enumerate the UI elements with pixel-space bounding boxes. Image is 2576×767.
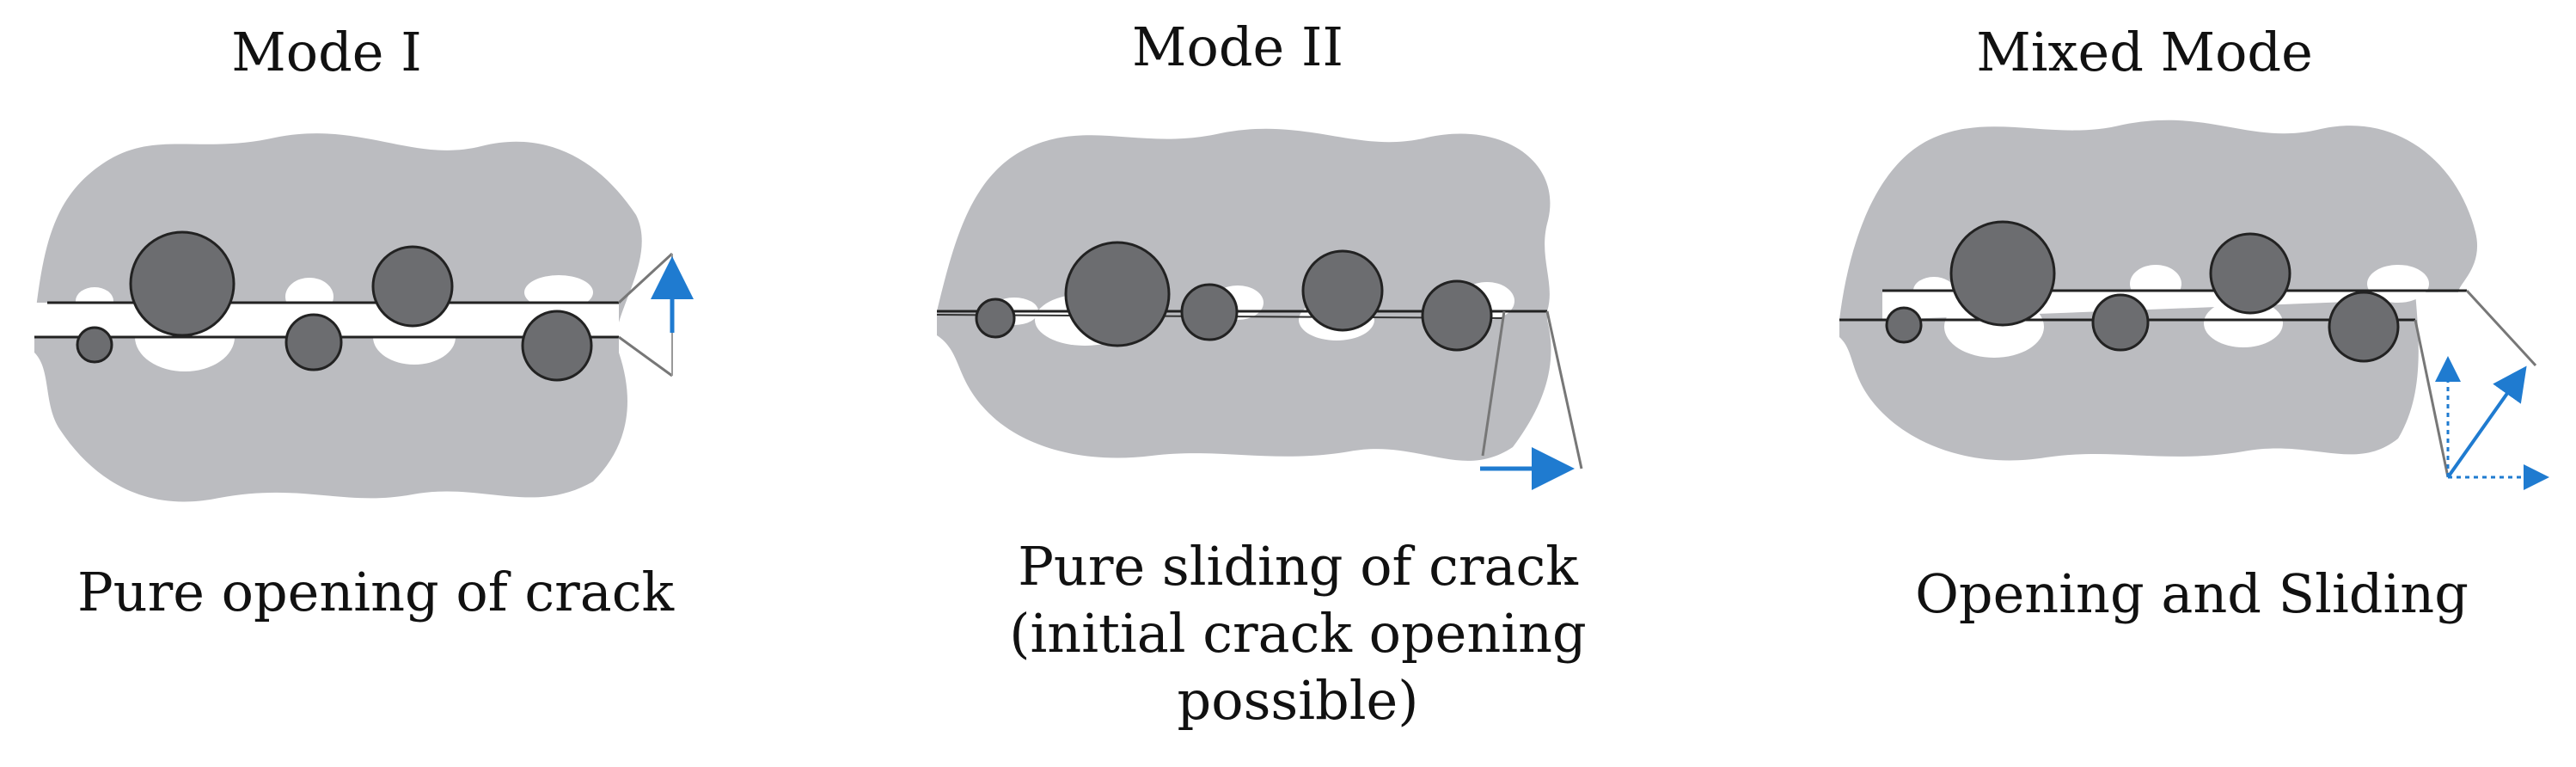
- mixed-mode-aggregate: [2091, 293, 2150, 352]
- mixed-mode-caption-line: Opening and Sliding: [1915, 562, 2469, 625]
- mode-ii-caption-line: possible): [1177, 669, 1419, 732]
- mode-i-caption-line: Pure opening of crack: [76, 561, 675, 623]
- mode-ii-caption: Pure sliding of crack (initial crack ope…: [1009, 533, 1586, 734]
- mode-i-aggregate: [76, 326, 113, 364]
- mixed-mode-aggregate: [1949, 220, 2056, 327]
- mode-ii-title: Mode II: [1132, 15, 1343, 78]
- mode-i-panel: [34, 133, 694, 502]
- mode-ii-panel: [936, 128, 1583, 490]
- mixed-mode-panel: [1839, 120, 2549, 490]
- mode-ii-aggregate: [975, 298, 1016, 339]
- mode-ii-caption-line: (initial crack opening: [1009, 602, 1587, 665]
- mode-ii-caption-line: Pure sliding of crack: [1018, 535, 1578, 598]
- mode-i-caption: Pure opening of crack: [77, 559, 674, 626]
- mode-i-title: Mode I: [231, 21, 422, 83]
- mixed-mode-title: Mixed Mode: [1976, 21, 2313, 83]
- mixed-mode-resultant-arrow: [2446, 365, 2527, 479]
- mixed-mode-aggregate: [2328, 291, 2400, 363]
- mode-i-aggregate: [521, 310, 593, 382]
- mode-i-aggregate: [129, 230, 236, 337]
- mixed-mode-aggregate: [2209, 232, 2291, 315]
- mode-ii-aggregate: [1421, 279, 1493, 352]
- mixed-mode-aggregate: [1885, 306, 1923, 344]
- mode-ii-aggregate: [1064, 241, 1171, 347]
- mode-i-aggregate: [285, 313, 343, 371]
- mode-ii-aggregate: [1180, 283, 1239, 341]
- mode-i-aggregate: [371, 245, 454, 328]
- mixed-mode-caption: Opening and Sliding: [1915, 561, 2469, 628]
- mode-ii-aggregate: [1301, 249, 1384, 332]
